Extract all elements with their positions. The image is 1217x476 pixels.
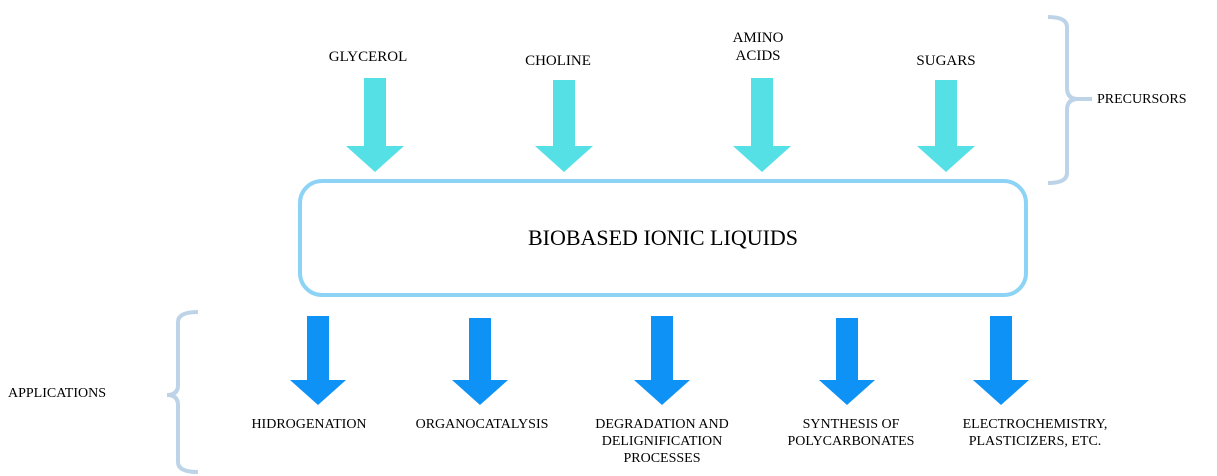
precursor-label-sugars: SUGARS (916, 53, 976, 69)
applications-group-label: APPLICATIONS (8, 386, 107, 401)
application-label-electrochemistry: ELECTROCHEMISTRY, PLASTICIZERS, ETC. (962, 417, 1108, 449)
precursors-group-label: PRECURSORS (1097, 92, 1187, 107)
applications-bracket (166, 310, 199, 474)
application-arrow-electrochemistry (973, 316, 1029, 405)
precursor-arrow-choline (535, 80, 593, 172)
precursor-label-glycerol: GLYCEROL (328, 49, 408, 65)
precursor-label-choline: CHOLINE (525, 53, 591, 69)
precursor-arrow-amino-acids (733, 78, 791, 172)
application-arrow-hidrogenation (290, 316, 346, 405)
precursor-arrow-sugars (917, 80, 975, 172)
application-label-organocatalysis: ORGANOCATALYSIS (415, 417, 549, 432)
application-arrow-organocatalysis (452, 318, 508, 405)
precursors-bracket (1047, 15, 1079, 185)
application-arrow-degradation (634, 316, 690, 405)
center-title: BIOBASED IONIC LIQUIDS (527, 225, 799, 250)
precursor-arrow-glycerol (346, 78, 404, 172)
application-label-hidrogenation: HIDROGENATION (251, 417, 367, 432)
precursor-label-amino-acids: AMINO ACIDS (732, 30, 784, 64)
application-label-polycarbonates: SYNTHESIS OF POLYCARBONATES (787, 417, 915, 449)
application-label-degradation: DEGRADATION AND DELIGNIFICATION PROCESSE… (595, 417, 729, 466)
biobased-ionic-liquids-box (298, 179, 1028, 297)
application-arrow-polycarbonates (819, 318, 875, 405)
